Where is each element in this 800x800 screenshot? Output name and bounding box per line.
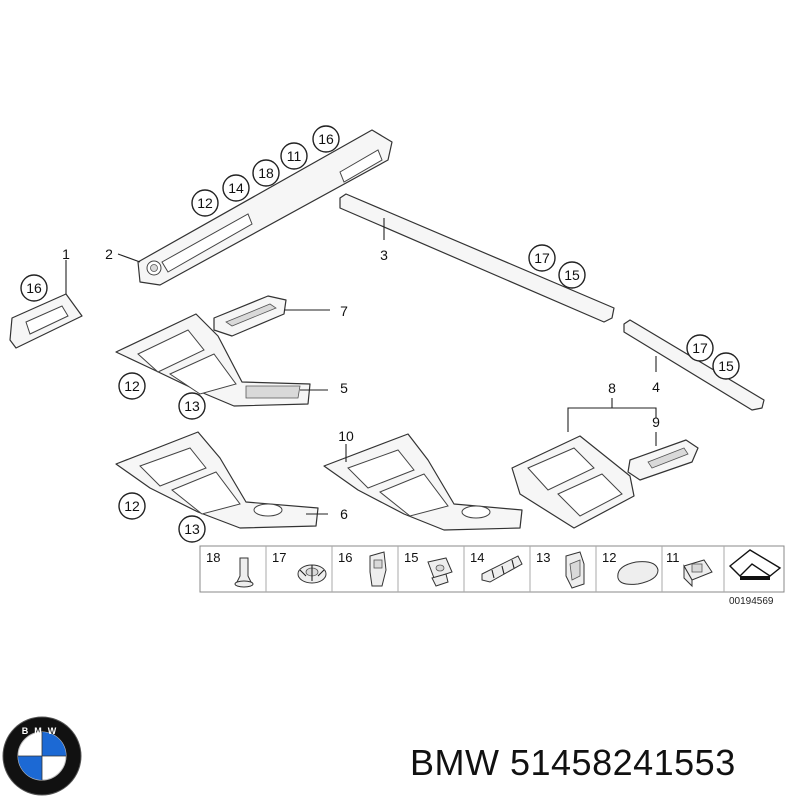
svg-text:13: 13: [184, 521, 200, 537]
part-5-console-trim: [115, 313, 311, 407]
spring-clip-icon: [481, 555, 523, 583]
square-clip-icon: [427, 557, 453, 587]
callout-12c: 12: [118, 492, 146, 520]
svg-text:16: 16: [26, 280, 42, 296]
box-clip-icon: [683, 559, 713, 588]
diagram-id: 00194569: [729, 596, 774, 607]
table-cell-number: 16: [338, 550, 352, 565]
callout-16a: 16: [20, 274, 48, 302]
bracket-clip-icon: [369, 551, 387, 587]
callout-13a: 13: [178, 392, 206, 420]
svg-text:18: 18: [258, 165, 274, 181]
brand-part-number: BMW 51458241553: [410, 742, 736, 783]
callout-14: 14: [222, 174, 250, 202]
callout-17b: 17: [686, 334, 714, 362]
svg-text:13: 13: [184, 398, 200, 414]
part-2-dash-trim: [137, 129, 393, 286]
svg-text:12: 12: [124, 498, 140, 514]
callout-18: 18: [252, 159, 280, 187]
part-label-9: 9: [652, 414, 660, 430]
oval-pad-icon: [617, 561, 659, 585]
table-cell-number: 18: [206, 550, 220, 565]
svg-text:12: 12: [197, 195, 213, 211]
table-cell-number: 11: [666, 550, 680, 565]
table-cell-number: 17: [272, 550, 286, 565]
part-label-2: 2: [105, 246, 113, 262]
callout-17a: 17: [528, 244, 556, 272]
svg-text:17: 17: [692, 340, 708, 356]
svg-text:11: 11: [287, 148, 302, 164]
part-label-7: 7: [340, 303, 348, 319]
parts-table: 18 17 16 15 14 13 12 11: [199, 545, 785, 593]
orientation-arrow-icon: [728, 549, 782, 580]
svg-text:16: 16: [318, 131, 334, 147]
callout-13b: 13: [178, 515, 206, 543]
table-cell-number: 15: [404, 550, 418, 565]
table-cell-number: 13: [536, 550, 550, 565]
table-cell-number: 14: [470, 550, 484, 565]
part-label-4: 4: [652, 379, 660, 395]
callout-15a: 15: [558, 261, 586, 289]
svg-text:15: 15: [718, 358, 734, 374]
leader-2: [117, 253, 141, 263]
part-3-long-strip: [339, 193, 615, 323]
part-label-3: 3: [380, 247, 388, 263]
part-8-frame: [511, 435, 635, 529]
bmw-logo: BMW: [2, 716, 82, 796]
pin-clip-icon: [234, 557, 254, 588]
part-1-small-trim: [9, 293, 83, 349]
part-6-console-trim: [115, 431, 319, 529]
svg-text:BMW: BMW: [22, 726, 63, 736]
svg-text:12: 12: [124, 378, 140, 394]
callout-11: 11: [280, 142, 308, 170]
part-label-1: 1: [62, 246, 70, 262]
part-10-console-trim: [323, 433, 523, 531]
part-4-right-strip: [623, 319, 765, 411]
callout-12a: 12: [191, 189, 219, 217]
svg-text:15: 15: [564, 267, 580, 283]
callout-16b: 16: [312, 125, 340, 153]
callout-12b: 12: [118, 372, 146, 400]
svg-text:14: 14: [228, 180, 244, 196]
leader-8: [567, 407, 657, 432]
part-7-pad: [213, 295, 287, 337]
c-clip-icon: [565, 551, 585, 589]
part-label-5: 5: [340, 380, 348, 396]
svg-text:17: 17: [534, 250, 550, 266]
callout-15b: 15: [712, 352, 740, 380]
part-9-plate: [627, 439, 699, 481]
part-label-8: 8: [608, 380, 616, 396]
round-clip-icon: [297, 564, 327, 584]
part-label-6: 6: [340, 506, 348, 522]
table-cell-number: 12: [602, 550, 616, 565]
part-label-10: 10: [338, 428, 354, 444]
